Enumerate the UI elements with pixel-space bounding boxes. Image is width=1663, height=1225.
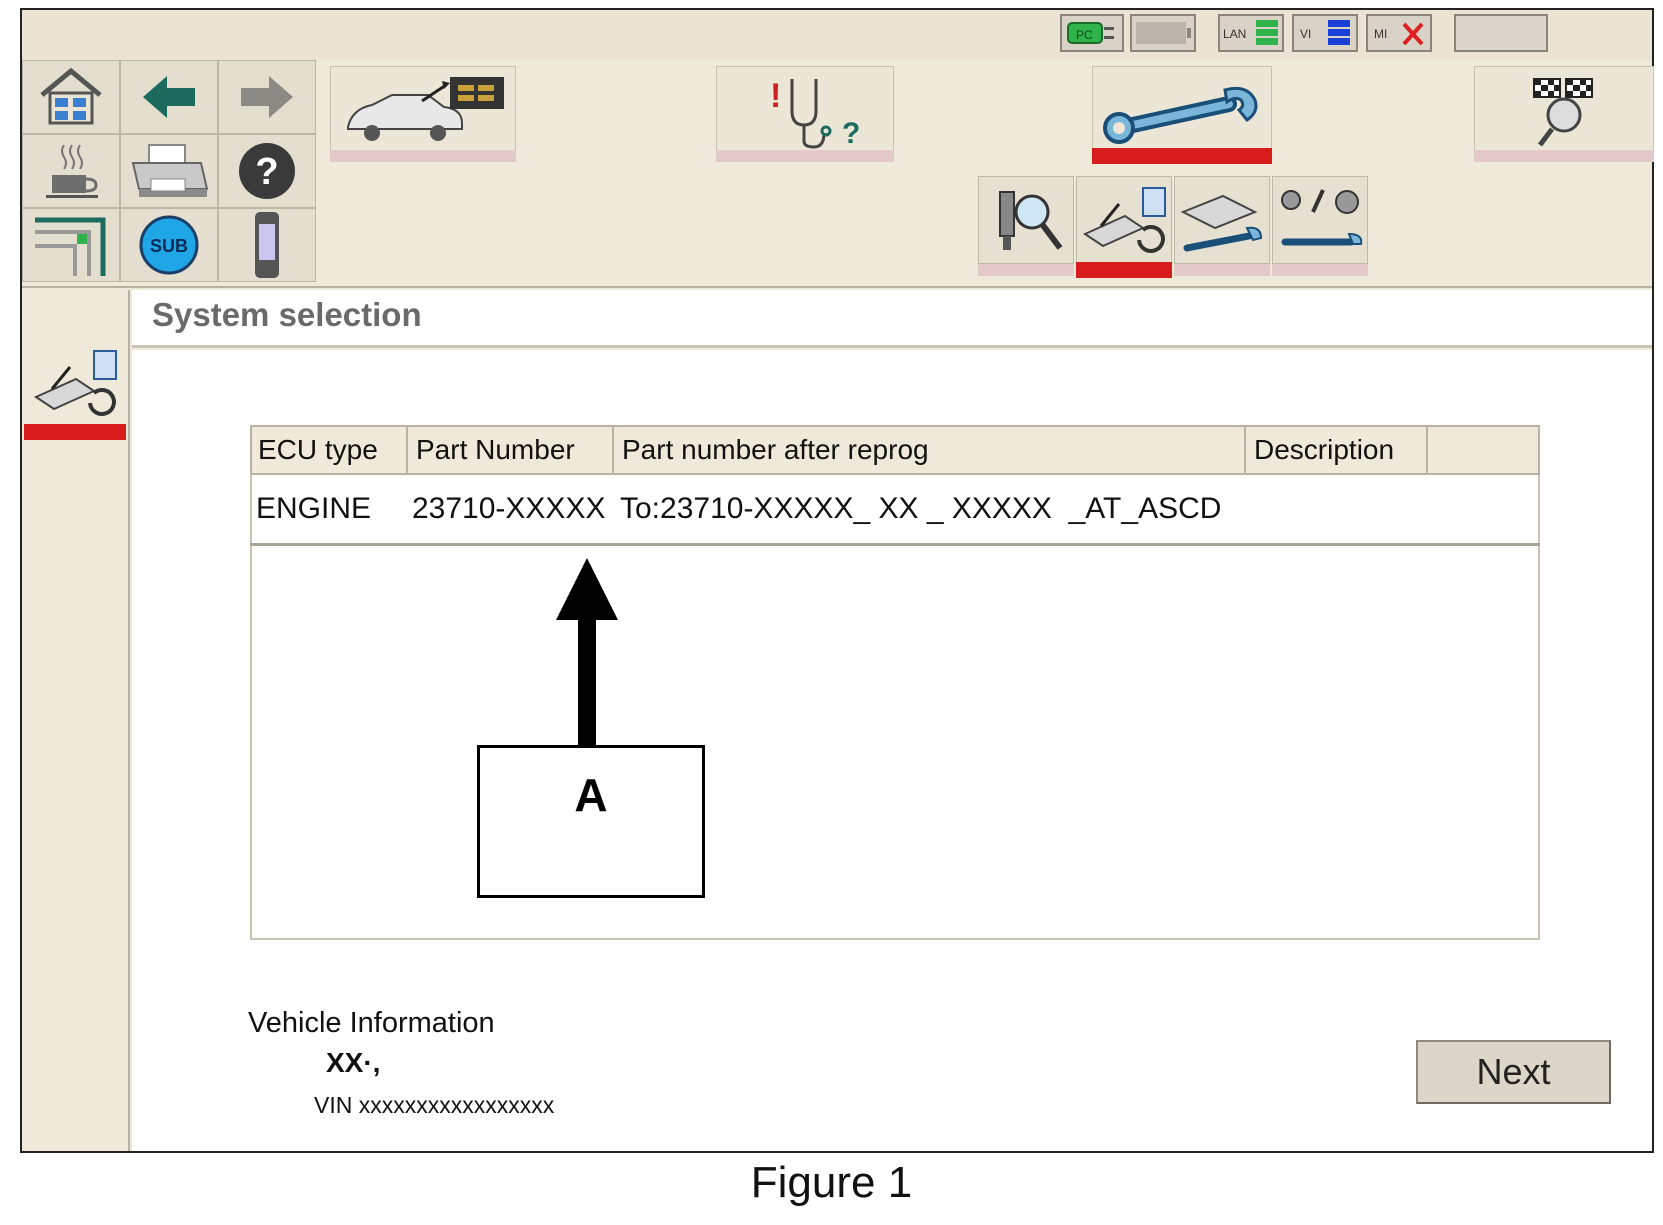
checkered-flags-icon — [1533, 78, 1593, 147]
help-button[interactable]: ? — [218, 134, 316, 208]
arrow-left-icon — [143, 76, 195, 118]
sub-icon: SUB — [139, 215, 199, 275]
svg-text:?: ? — [255, 151, 278, 193]
lan-indicator-label: LAN — [1223, 27, 1246, 41]
ecu-wrench-icon — [1180, 194, 1263, 252]
screen-capture-button[interactable] — [22, 134, 120, 208]
callout-label: A — [574, 769, 608, 821]
tab-diagnosis-underline — [716, 150, 894, 162]
spark-plug-search-icon — [999, 191, 1063, 250]
blank-indicator — [1454, 14, 1548, 52]
callout-box: A — [477, 745, 705, 898]
column-header-description: Description — [1246, 425, 1428, 475]
lan-indicator: LAN — [1218, 14, 1284, 52]
sub-tab-reprogramming-selected-indicator — [1076, 262, 1172, 278]
vi-indicator: VI — [1292, 14, 1358, 52]
header-strip — [132, 290, 1652, 348]
svg-text:?: ? — [842, 117, 860, 150]
svg-text:!: ! — [770, 77, 781, 115]
home-icon — [40, 67, 102, 125]
cell-ecu-type: ENGINE — [256, 492, 372, 525]
cell-part-number: 23710-XXXXX — [412, 492, 606, 525]
sub-tab-work-support-underline — [978, 264, 1074, 276]
resize-window-icon — [35, 217, 106, 276]
handheld-device-icon — [255, 212, 279, 278]
ecu-reprogram-icon — [1082, 187, 1166, 253]
tab-repair-selected-indicator — [1092, 148, 1272, 164]
tab-diagnosis[interactable]: ! ? — [716, 66, 894, 156]
battery-indicator — [1130, 14, 1196, 52]
column-header-after-reprog: Part number after reprog — [614, 425, 1246, 475]
parts-tools-icon — [1281, 189, 1363, 246]
window-size-button[interactable] — [22, 208, 120, 282]
row-divider — [250, 543, 1540, 546]
vehicle-information-heading: Vehicle Information — [248, 1007, 495, 1039]
vehicle-vin: VIN xxxxxxxxxxxxxxxxx — [314, 1092, 555, 1118]
sub-tab-ecu-programming-underline — [1174, 264, 1270, 276]
sub-tab-reprogramming[interactable] — [1076, 176, 1172, 264]
figure-caption: Figure 1 — [750, 1158, 913, 1207]
sub-button-label: SUB — [150, 236, 188, 256]
cell-after-reprog: To:23710-XXXXX_ XX _ XXXXX _AT_ASCD — [620, 492, 1222, 525]
pc-indicator-label: PC — [1076, 28, 1093, 42]
column-header-part-number: Part Number — [408, 425, 614, 475]
device-button[interactable] — [218, 208, 316, 282]
sub-button[interactable]: SUB — [120, 208, 218, 282]
arrow-right-icon — [241, 76, 293, 118]
pc-indicator: PC — [1060, 14, 1124, 52]
tab-vehicle-selection-underline — [330, 150, 516, 162]
tab-vehicle-selection[interactable] — [330, 66, 516, 156]
wrench-icon — [1103, 86, 1258, 144]
tab-repair[interactable] — [1092, 66, 1272, 156]
mi-indicator-label: MI — [1374, 27, 1387, 41]
callout-arrow — [556, 558, 618, 748]
printer-icon — [131, 144, 209, 197]
tab-finish[interactable] — [1474, 66, 1654, 156]
ecu-reprogram-icon — [33, 350, 117, 416]
current-step-button[interactable] — [24, 344, 126, 422]
home-button[interactable] — [22, 60, 120, 134]
sub-tab-ecu-programming[interactable] — [1174, 176, 1270, 264]
stethoscope-icon: ! ? — [770, 77, 860, 150]
back-button[interactable] — [120, 60, 218, 134]
sub-tab-other-repair[interactable] — [1272, 176, 1368, 264]
current-step-indicator — [24, 424, 126, 440]
vi-indicator-label: VI — [1300, 27, 1311, 41]
table-row[interactable] — [252, 477, 1538, 543]
ecu-table-header — [250, 425, 1540, 475]
sub-tab-work-support[interactable] — [978, 176, 1074, 264]
forward-button[interactable] — [218, 60, 316, 134]
tab-finish-underline — [1474, 150, 1654, 162]
column-header-ecu-type: ECU type — [250, 425, 408, 475]
vehicle-model: XX·, — [326, 1047, 381, 1078]
print-button[interactable] — [120, 134, 218, 208]
coffee-cup-icon — [46, 144, 98, 198]
mi-indicator: MI — [1366, 14, 1432, 52]
sub-tab-other-repair-underline — [1272, 264, 1368, 276]
next-button[interactable]: Next — [1416, 1040, 1611, 1104]
car-ecu-icon — [347, 77, 504, 141]
page-title: System selection — [152, 296, 422, 333]
help-icon: ? — [239, 143, 295, 199]
